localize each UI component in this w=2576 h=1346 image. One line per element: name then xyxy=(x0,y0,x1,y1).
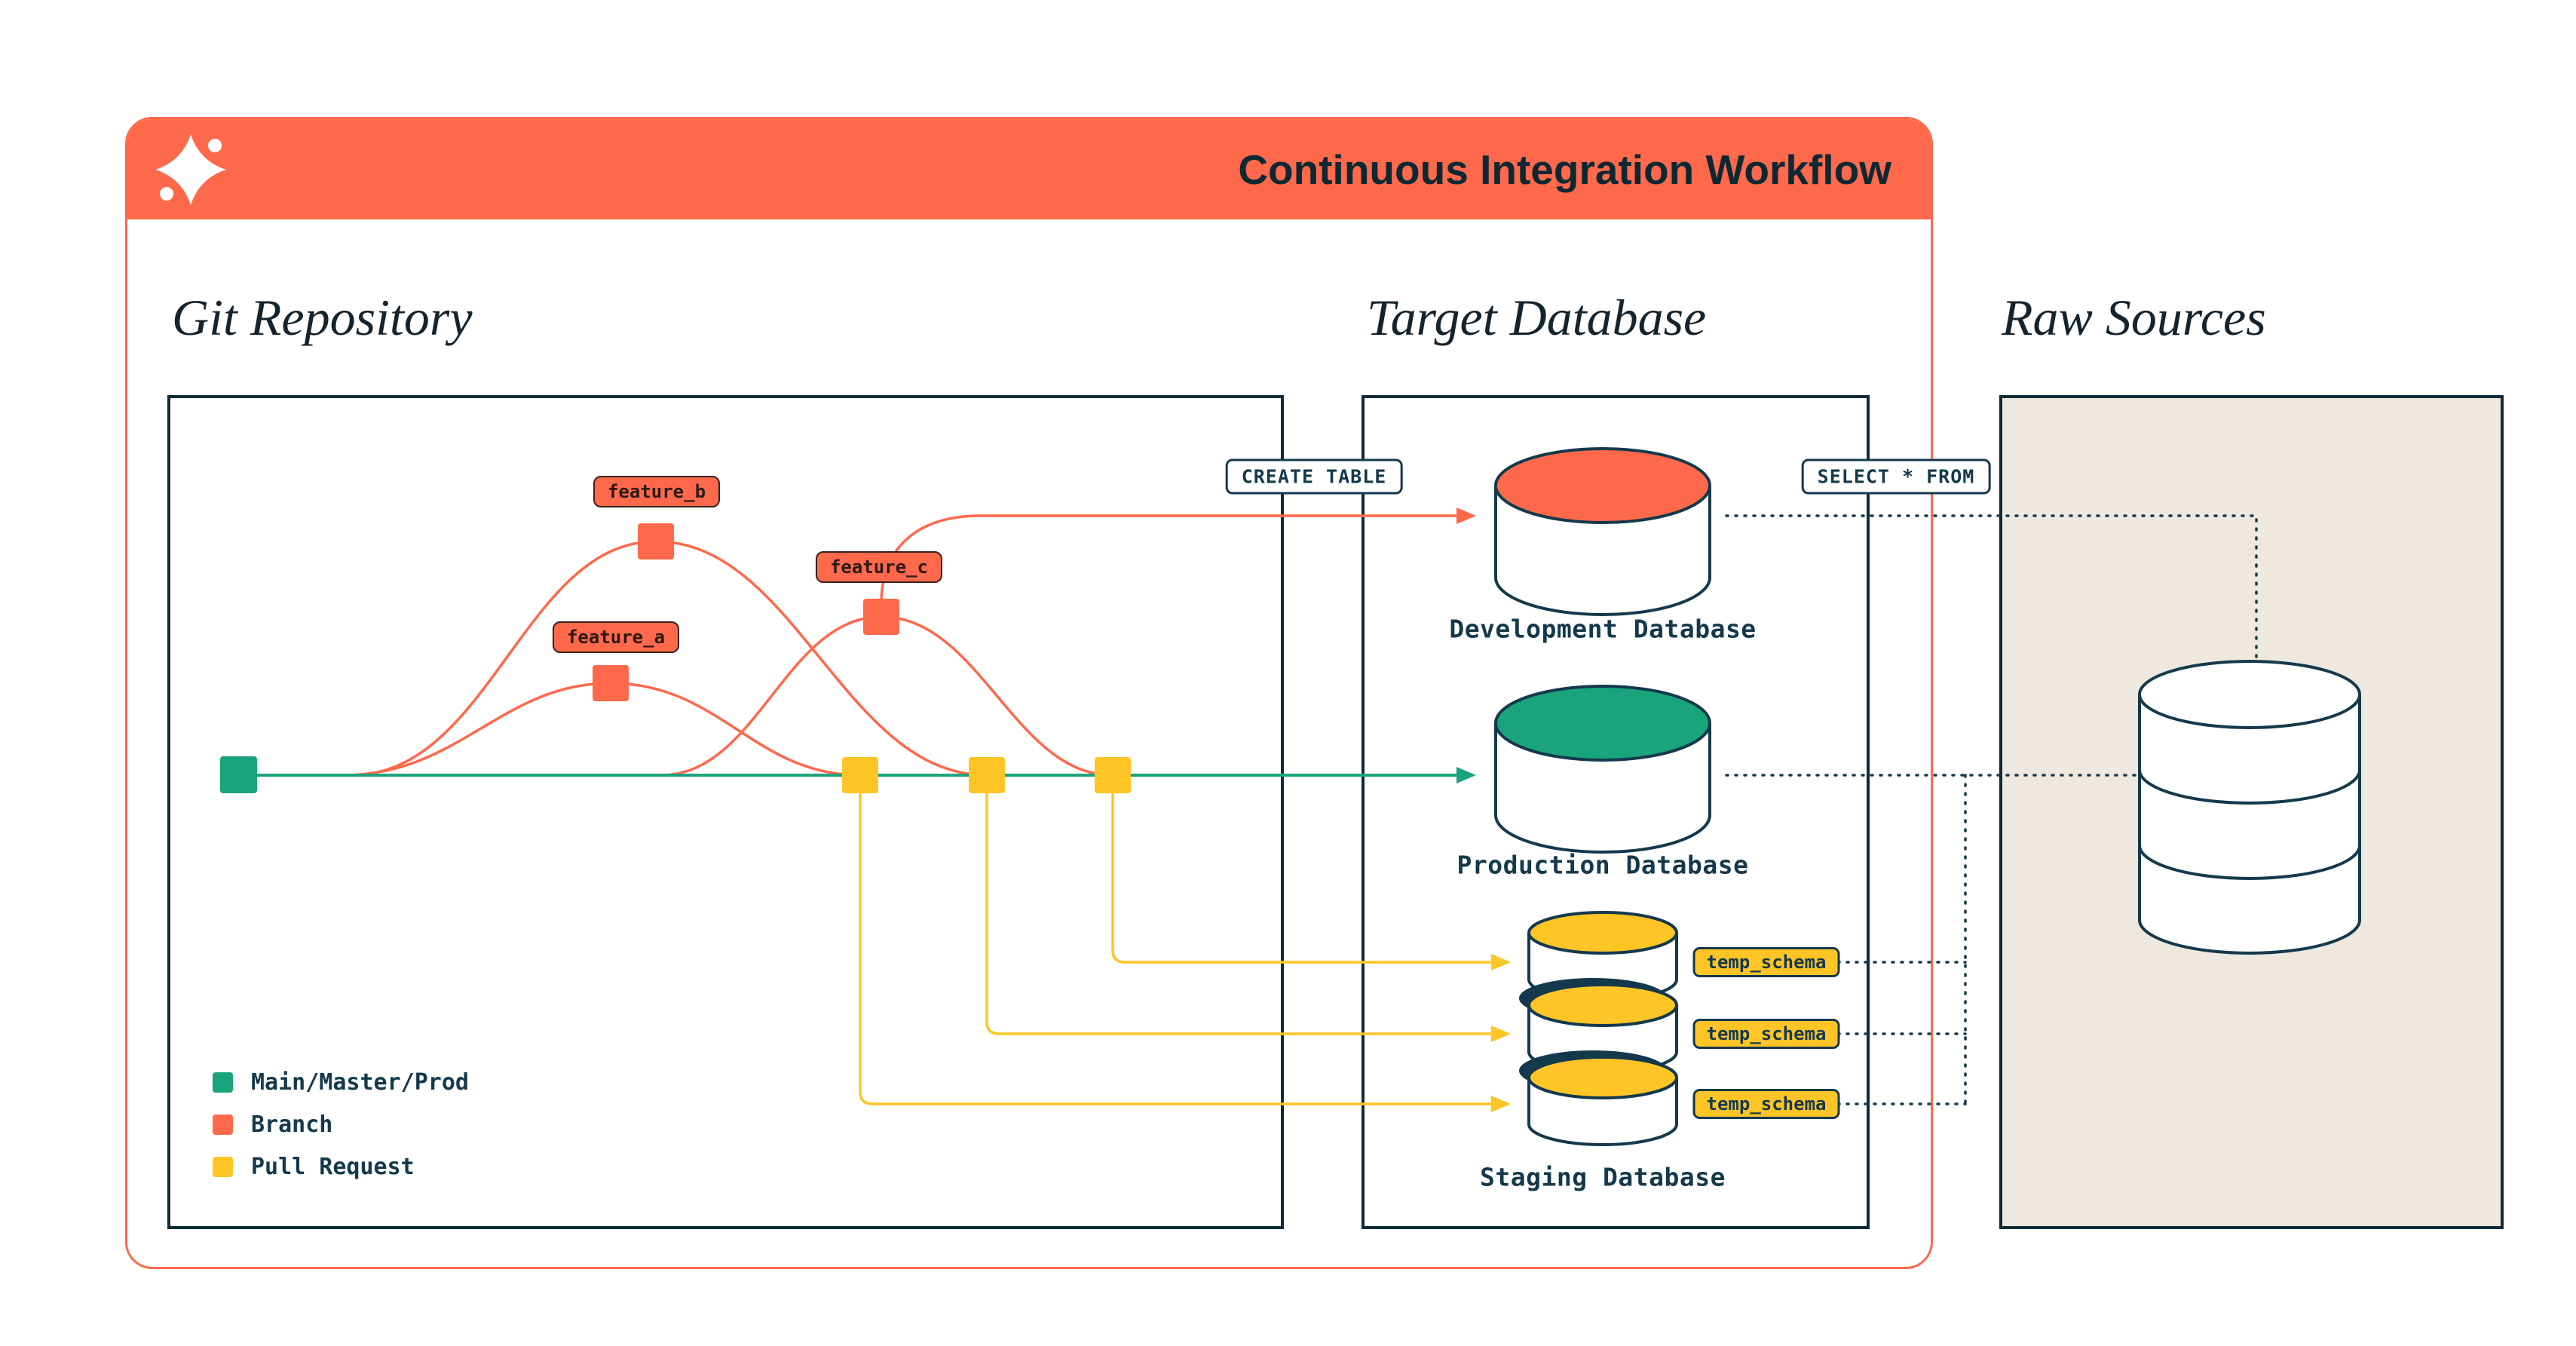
temp-schema-badge-bottom: temp_schema xyxy=(1692,1089,1840,1119)
raw-sources-box xyxy=(1999,395,2504,1229)
legend-item-pull-request: Pull Request xyxy=(213,1153,469,1180)
legend-item-branch: Branch xyxy=(213,1111,469,1138)
page-title: Continuous Integration Workflow xyxy=(1238,146,1891,193)
main-branch-swatch-icon xyxy=(213,1072,233,1093)
workflow-card: Continuous Integration Workflow xyxy=(125,117,1933,1269)
legend: Main/Master/Prod Branch Pull Request xyxy=(213,1069,469,1180)
dbt-logo-icon xyxy=(155,133,226,205)
legend-label-branch: Branch xyxy=(251,1111,333,1138)
production-database-label: Production Database xyxy=(1456,850,1749,880)
development-database-label: Development Database xyxy=(1449,614,1757,644)
temp-schema-badge-top: temp_schema xyxy=(1692,947,1840,977)
select-from-badge: SELECT * FROM xyxy=(1801,458,1991,495)
staging-database-label: Staging Database xyxy=(1480,1162,1726,1192)
raw-sources-heading: Raw Sources xyxy=(2002,289,2266,346)
pull-request-swatch-icon xyxy=(213,1156,233,1177)
create-table-badge: CREATE TABLE xyxy=(1225,458,1403,495)
temp-schema-badge-middle: temp_schema xyxy=(1692,1019,1840,1049)
legend-item-main: Main/Master/Prod xyxy=(213,1069,469,1096)
feature-c-chip: feature_c xyxy=(815,551,943,583)
target-database-heading: Target Database xyxy=(1367,289,1707,346)
legend-label-pull-request: Pull Request xyxy=(251,1153,415,1180)
feature-b-chip: feature_b xyxy=(593,476,721,507)
feature-a-chip: feature_a xyxy=(552,621,680,653)
git-repository-heading: Git Repository xyxy=(172,289,473,346)
card-header: Continuous Integration Workflow xyxy=(127,119,1931,219)
legend-label-main: Main/Master/Prod xyxy=(251,1069,469,1096)
branch-swatch-icon xyxy=(213,1114,233,1135)
